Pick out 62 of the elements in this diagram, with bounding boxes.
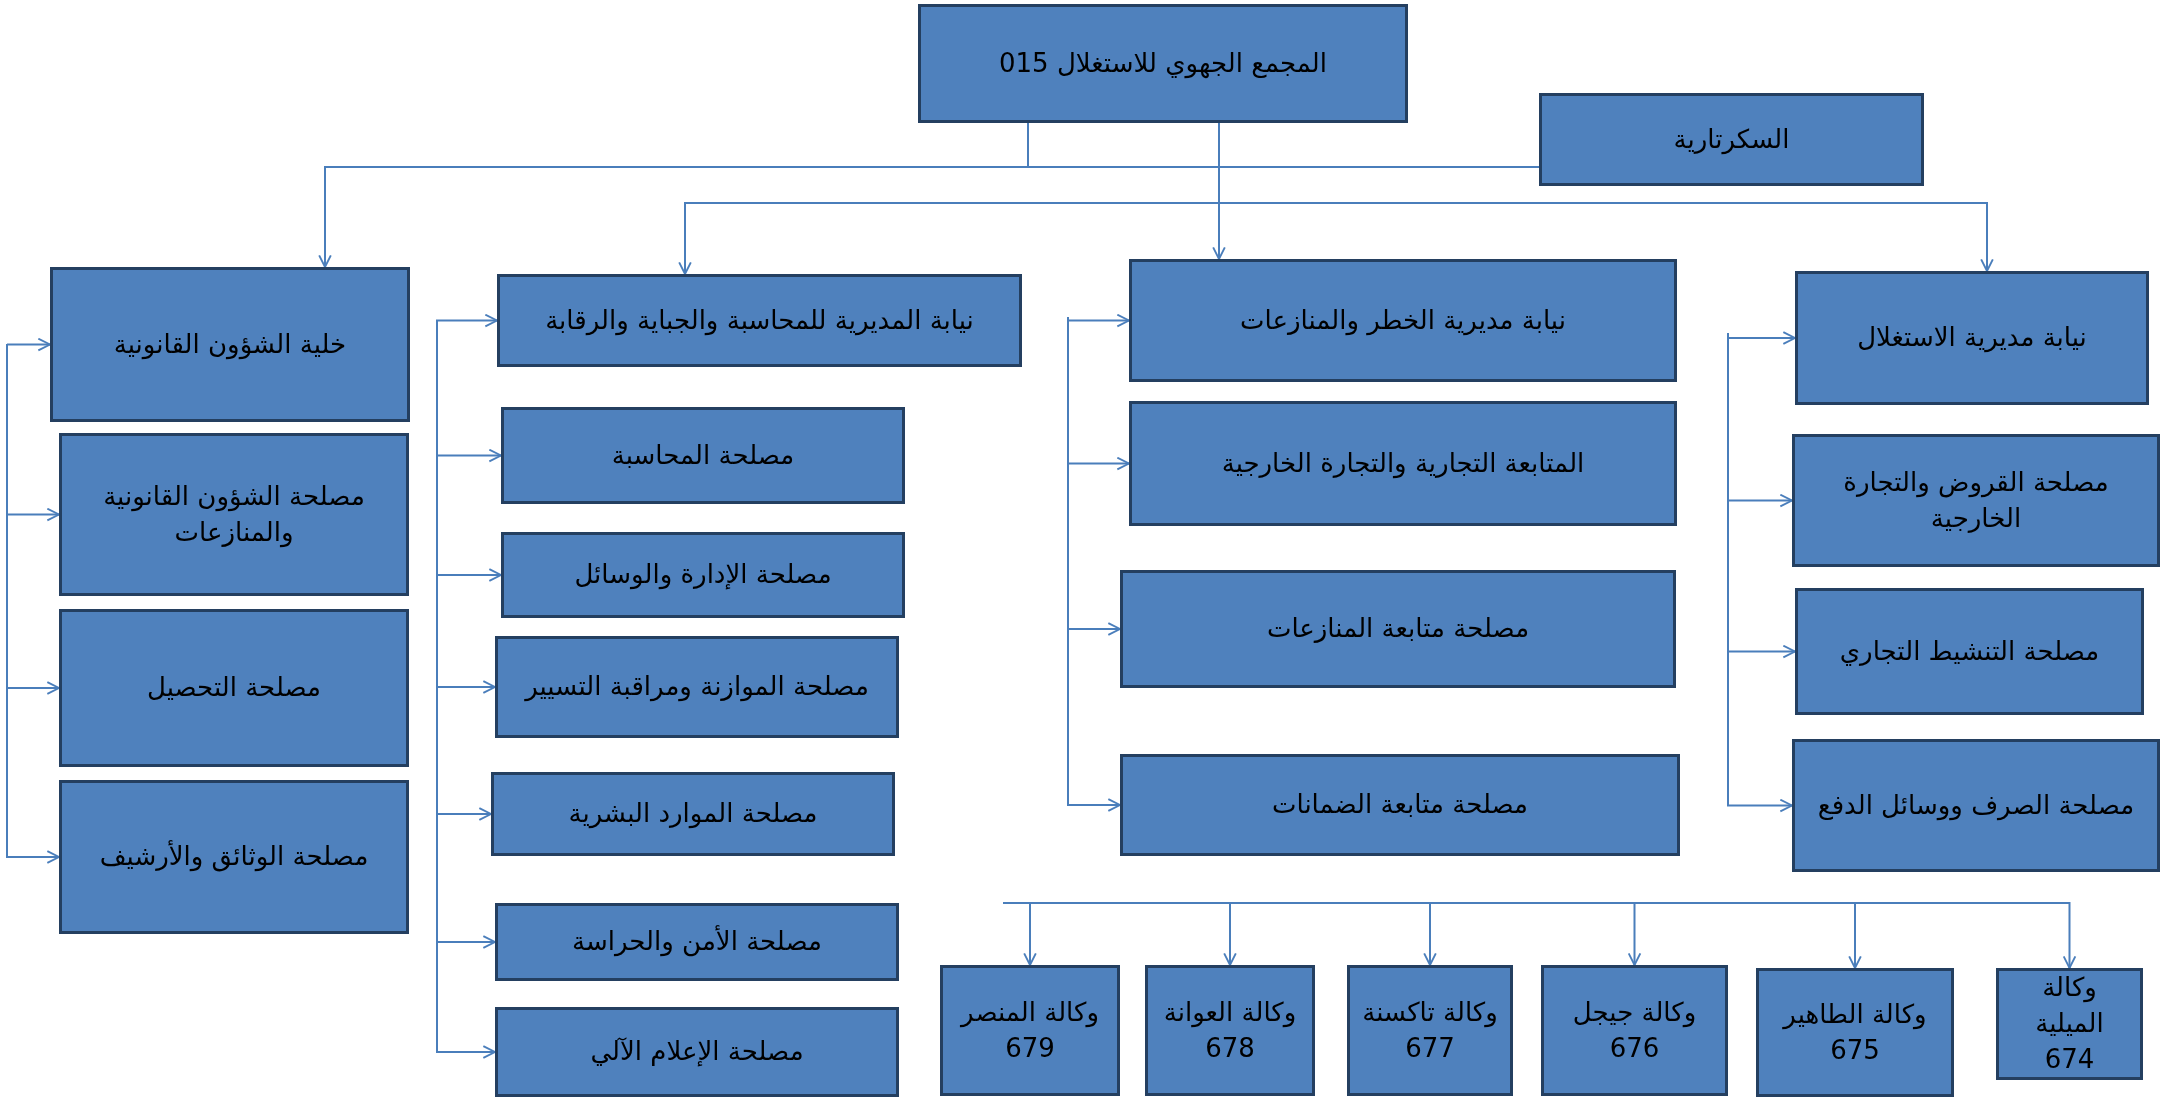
unit-name: مصلحة متابعة الضمانات (1272, 788, 1528, 822)
connector-arrow (1067, 313, 1130, 328)
unit-name: نيابة مديرية الخطر والمنازعات (1240, 303, 1566, 338)
connector-arrow (6, 337, 51, 352)
org-unit-box (1129, 259, 1677, 382)
unit-name: نيابة المديرية للمحاسبة والجباية والرقابة (545, 303, 974, 338)
org-unit-box (1795, 271, 2149, 405)
unit-name: مصلحة الموازنة ومراقبة التسيير (525, 670, 869, 704)
org-unit-box (495, 636, 899, 738)
org-unit-box (50, 267, 410, 422)
org-unit-box (1541, 965, 1728, 1096)
unit-name: نيابة مديرية الاستغلال (1857, 321, 2087, 355)
org-unit-box (491, 772, 895, 856)
unit-name: وكالة جيجل 676 (1571, 995, 1698, 1065)
unit-name: مصلحة متابعة المنازعات (1266, 612, 1530, 646)
unit-name: مصلحة الشؤون القانونية والمنازعات (102, 479, 366, 550)
org-unit-box (1756, 968, 1954, 1097)
org-unit-box (59, 433, 409, 596)
unit-name: مصلحة الأمن والحراسة (572, 924, 822, 959)
org-unit-box (501, 532, 905, 618)
org-unit-box (495, 1007, 899, 1097)
org-unit-box (1145, 965, 1315, 1096)
unit-name: مصلحة القروض والتجارة الخارجية (1842, 465, 2110, 535)
org-unit-box (1129, 401, 1677, 526)
unit-name: مصلحة الموارد البشرية (568, 797, 818, 831)
unit-name: المتابعة التجارية والتجارة الخارجية (1221, 446, 1585, 481)
unit-name: مصلحة الإعلام الآلي (590, 1035, 804, 1069)
unit-name: مصلحة الوثائق والأرشيف (99, 839, 369, 874)
org-unit-box (1996, 968, 2143, 1080)
unit-name: السكرتارية (1673, 122, 1790, 157)
unit-name: وكالة تاكسنة 677 (1361, 995, 1499, 1065)
org-unit-box (1120, 570, 1676, 688)
unit-name: وكالة الميلية 674 (2034, 971, 2105, 1076)
connector-arrow (436, 332, 496, 1059)
org-unit-box (495, 903, 899, 981)
unit-name: مصلحة المحاسبة (611, 438, 795, 472)
unit-name: وكالة الطاهير 675 (1781, 997, 1928, 1067)
org-unit-box (497, 274, 1022, 367)
org-unit-box (1795, 588, 2144, 715)
org-unit-box (1347, 965, 1513, 1096)
unit-name: وكالة العوانة 678 (1162, 995, 1298, 1065)
org-unit-box (1792, 434, 2160, 567)
org-unit-box (1120, 754, 1680, 856)
org-unit-box (1792, 739, 2160, 872)
org-unit-box (1539, 93, 1924, 186)
unit-name: مصلحة الصرف ووسائل الدفع (1817, 788, 2135, 823)
connector-arrow (436, 313, 498, 334)
unit-name: المجمع الجهوي للاستغلال 015 (999, 46, 1327, 81)
org-unit-box (940, 965, 1120, 1096)
org-unit-box (59, 780, 409, 934)
connector-arrow (1727, 331, 1796, 345)
connector-arrow (1727, 332, 1793, 813)
connector-arrow (1002, 902, 2077, 969)
unit-name: مصلحة الإدارة والوسائل (574, 558, 832, 592)
org-unit-box (59, 609, 409, 767)
unit-name: مصلحة التحصيل (147, 671, 321, 705)
connector-arrow (1067, 316, 1121, 812)
unit-name: خلية الشؤون القانونية (113, 327, 347, 362)
unit-name: وكالة المنصر 679 (959, 995, 1100, 1065)
org-unit-box (918, 4, 1408, 123)
unit-name: مصلحة التنشيط التجاري (1839, 634, 2100, 668)
org-unit-box (501, 407, 905, 504)
